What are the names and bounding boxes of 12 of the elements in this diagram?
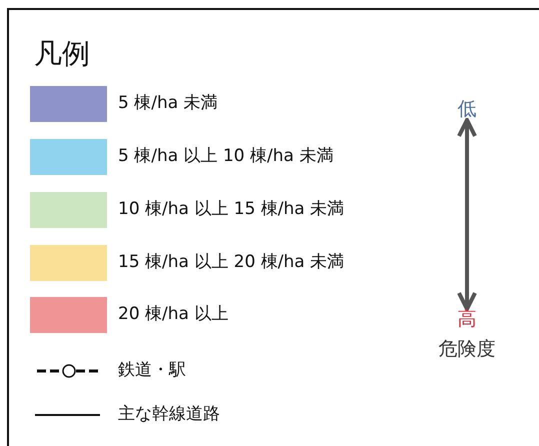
legend-title: 凡例 xyxy=(34,40,90,68)
legend-label: 鉄道・駅 xyxy=(118,362,186,379)
scale-label: 高 xyxy=(458,310,476,329)
legend-label: 20 棟/ha 以上 xyxy=(118,306,228,323)
arrow xyxy=(457,118,477,311)
legend-label: 主な幹線道路 xyxy=(118,406,220,423)
legend-label: 15 棟/ha 以上 20 棟/ha 未満 xyxy=(118,254,344,271)
legend-label: 5 棟/ha 未満 xyxy=(118,95,218,112)
scale-caption: 危険度 xyxy=(438,340,496,359)
legend-label: 10 棟/ha 以上 15 棟/ha 未満 xyxy=(118,201,344,218)
legend-label: 5 棟/ha 以上 10 棟/ha 未満 xyxy=(118,148,334,165)
scale-label: 低 xyxy=(458,100,476,119)
